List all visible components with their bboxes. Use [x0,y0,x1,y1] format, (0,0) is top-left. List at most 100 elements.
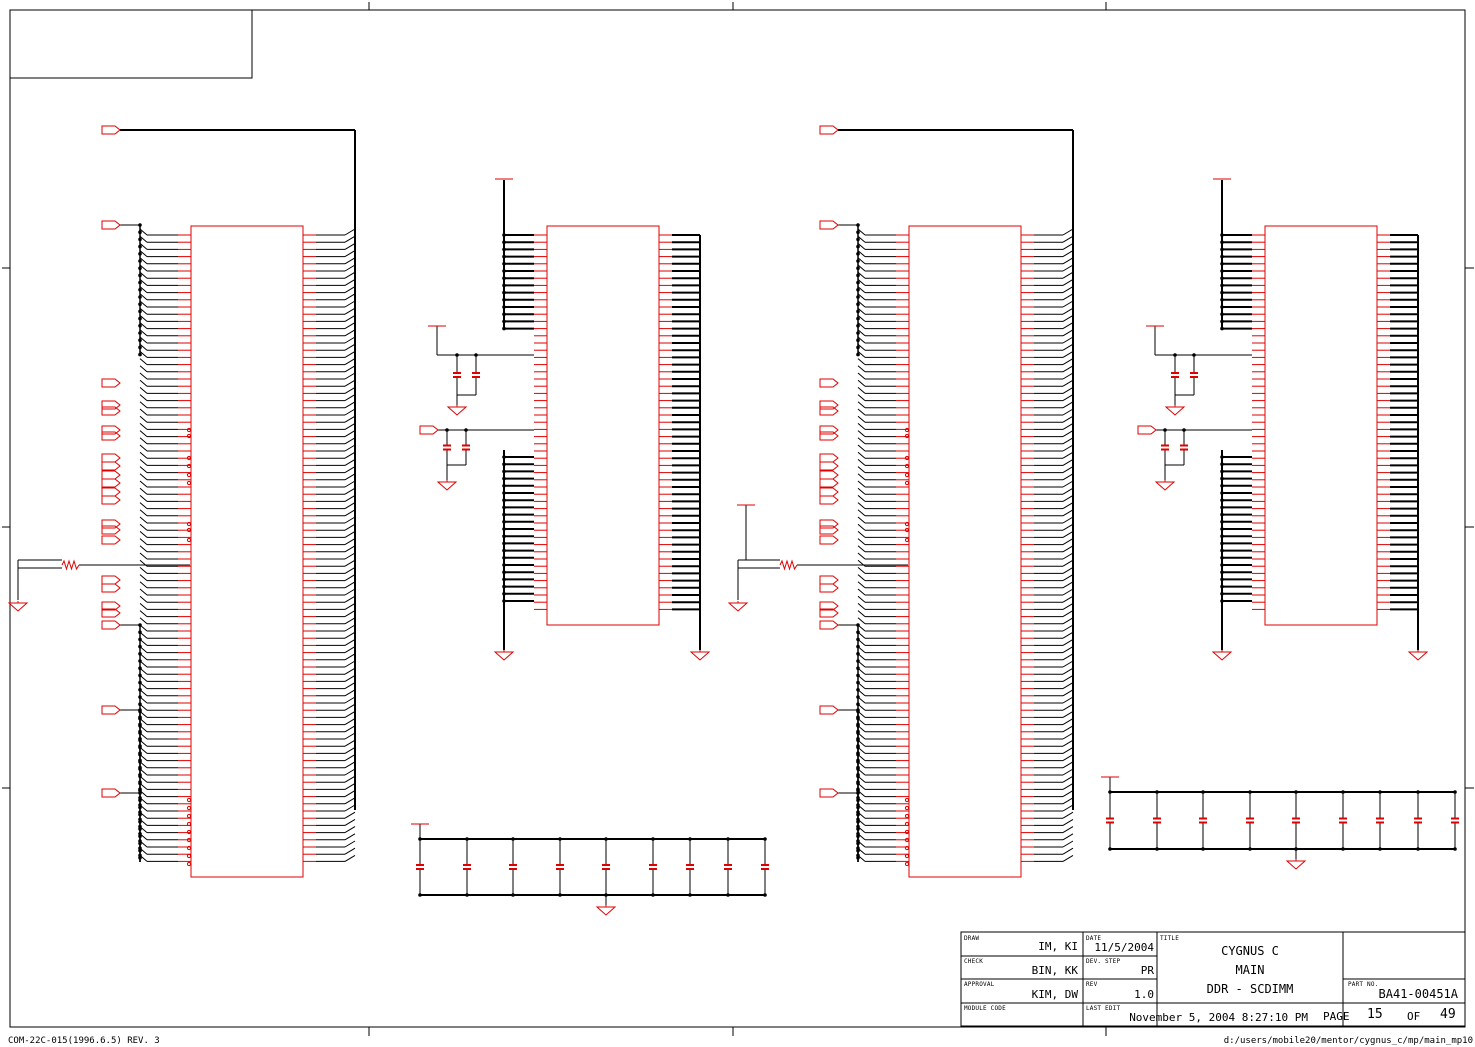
bus-entry [857,351,866,358]
junction-dot [1220,305,1224,309]
total-pages: 49 [1440,1007,1456,1022]
bus-entry [344,660,356,668]
junction-dot [856,798,860,802]
bus-entry [1062,797,1074,805]
bus-entry [1062,826,1074,834]
bus-entry [857,451,866,459]
bus-entry [857,552,866,560]
junction-dot [138,715,142,719]
junction-dot [1220,534,1224,538]
junction-dot [502,326,506,331]
bus-entry [344,516,356,524]
bus-entry [139,523,148,531]
junction-dot [138,791,142,795]
junction-dot [558,893,562,897]
bus-entry [344,689,356,697]
junction-dot [856,659,860,663]
junction-dot [502,262,506,266]
junction-dot [138,765,142,770]
junction-dot [856,288,860,292]
junction-dot [856,737,860,741]
offpage-port [101,575,121,585]
bus-entry [1062,314,1074,322]
junction-dot [138,237,142,242]
bus-entry [344,509,356,517]
bus-entry [857,372,866,380]
bus-entry [1062,660,1074,668]
bus-entry [139,610,148,617]
junction-dot [502,276,506,281]
bus-entry [857,444,866,452]
junction-dot [1220,283,1224,288]
bus-entry [1062,336,1074,344]
bus-entry [1062,386,1074,394]
junction-dot [502,505,506,510]
bus-entry [344,314,356,322]
bus-entry [1062,394,1074,402]
junction-dot [465,837,469,841]
bus-entry [344,646,356,654]
date-value: 11/5/2004 [1094,941,1154,954]
bus-entry [1062,415,1074,423]
junction-dot [502,498,506,503]
bus-entry [1062,754,1074,762]
junction-dot [856,805,860,810]
bus-entry [857,516,866,524]
junction-dot [138,856,142,860]
junction-dot [138,820,142,824]
bus-entry [344,725,356,733]
offpage-port [101,705,121,715]
bus-entry [344,502,356,510]
junction-dot [1220,247,1224,252]
bus-entry [139,228,148,236]
offpage-port [101,378,121,388]
bus-entry [344,682,356,690]
junction-dot [1341,847,1345,851]
junction-dot [1220,484,1224,488]
bus-entry [1062,379,1074,387]
junction-dot [856,812,860,817]
junction-dot [502,541,506,546]
bus-entry [344,552,356,560]
bus-entry [344,473,356,481]
bus-entry [1062,228,1074,236]
junction-dot [726,837,730,841]
junction-dot [1108,790,1112,794]
ground-symbol [1407,651,1429,661]
bus-entry [344,530,356,538]
bus-entry [857,307,866,315]
bus-entry [1062,286,1074,294]
junction-dot [1220,505,1224,510]
offpage-port [819,705,839,715]
offpage-port [819,425,839,435]
junction-dot [1341,790,1345,794]
bus-entry [1062,523,1074,531]
junction-dot [502,476,506,481]
junction-dot [856,722,860,727]
bus-entry [139,502,148,509]
bus-entry [857,430,866,437]
junction-dot [445,428,449,432]
ground-symbol [493,651,515,661]
junction-dot [856,237,860,242]
bus-entry [139,286,148,293]
bus-entry [857,415,866,423]
junction-dot [1220,276,1224,281]
bus-entry [139,351,148,358]
junction-dot [455,353,459,357]
junction-dot [1220,319,1224,324]
offpage-port [819,535,839,545]
offpage-port [101,125,121,135]
bus-entry [139,545,148,553]
junction-dot [138,338,142,343]
junction-dot [856,230,860,234]
junction-dot [138,230,142,234]
junction-dot [511,893,515,897]
bus-entry [1062,271,1074,279]
junction-dot [474,353,478,357]
bus-entry [1062,559,1074,567]
bus-entry [1062,444,1074,452]
bus-entry [344,833,356,841]
junction-dot [138,259,142,263]
junction-dot [856,758,860,763]
